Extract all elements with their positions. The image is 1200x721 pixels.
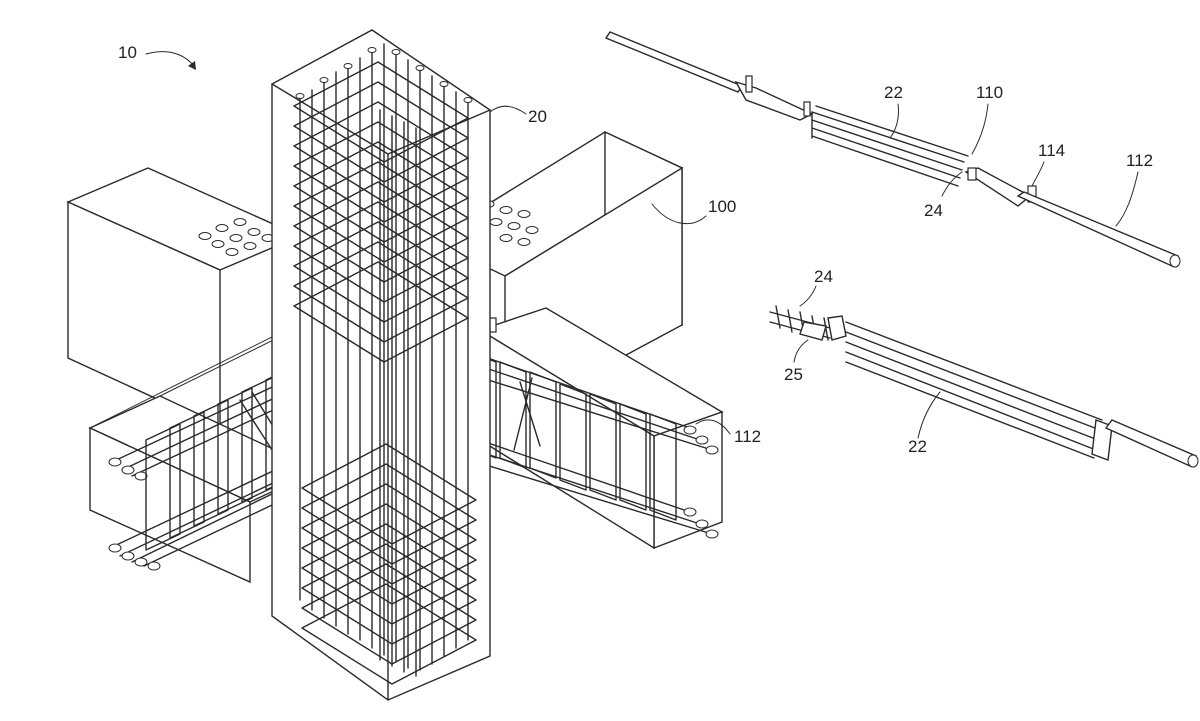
- beam-column-assembly: [66, 29, 724, 701]
- label-ref-100: 100: [708, 197, 736, 216]
- label-ref-114: 114: [1038, 141, 1065, 160]
- label-ref-22-top: 22: [884, 83, 903, 102]
- label-ref-24-top: 24: [924, 201, 943, 220]
- label-ref-112-top: 112: [1126, 151, 1153, 170]
- leader-lines-detail: [793, 285, 941, 439]
- exploded-splice-detail: [769, 305, 1199, 468]
- leader-lines-main: [145, 51, 731, 435]
- label-ref-112-main: 112: [734, 427, 761, 446]
- label-ref-20: 20: [528, 107, 547, 126]
- label-ref-22-detail: 22: [908, 437, 927, 456]
- label-ref-25: 25: [784, 365, 803, 384]
- label-ref-10: 10: [118, 43, 137, 62]
- label-ref-110: 110: [976, 83, 1003, 102]
- assembled-splice-detail: [604, 31, 1181, 268]
- label-ref-24-detail: 24: [814, 267, 833, 286]
- column: [271, 29, 491, 701]
- leader-lines-top: [889, 103, 1139, 227]
- beam-back-left: [66, 167, 302, 430]
